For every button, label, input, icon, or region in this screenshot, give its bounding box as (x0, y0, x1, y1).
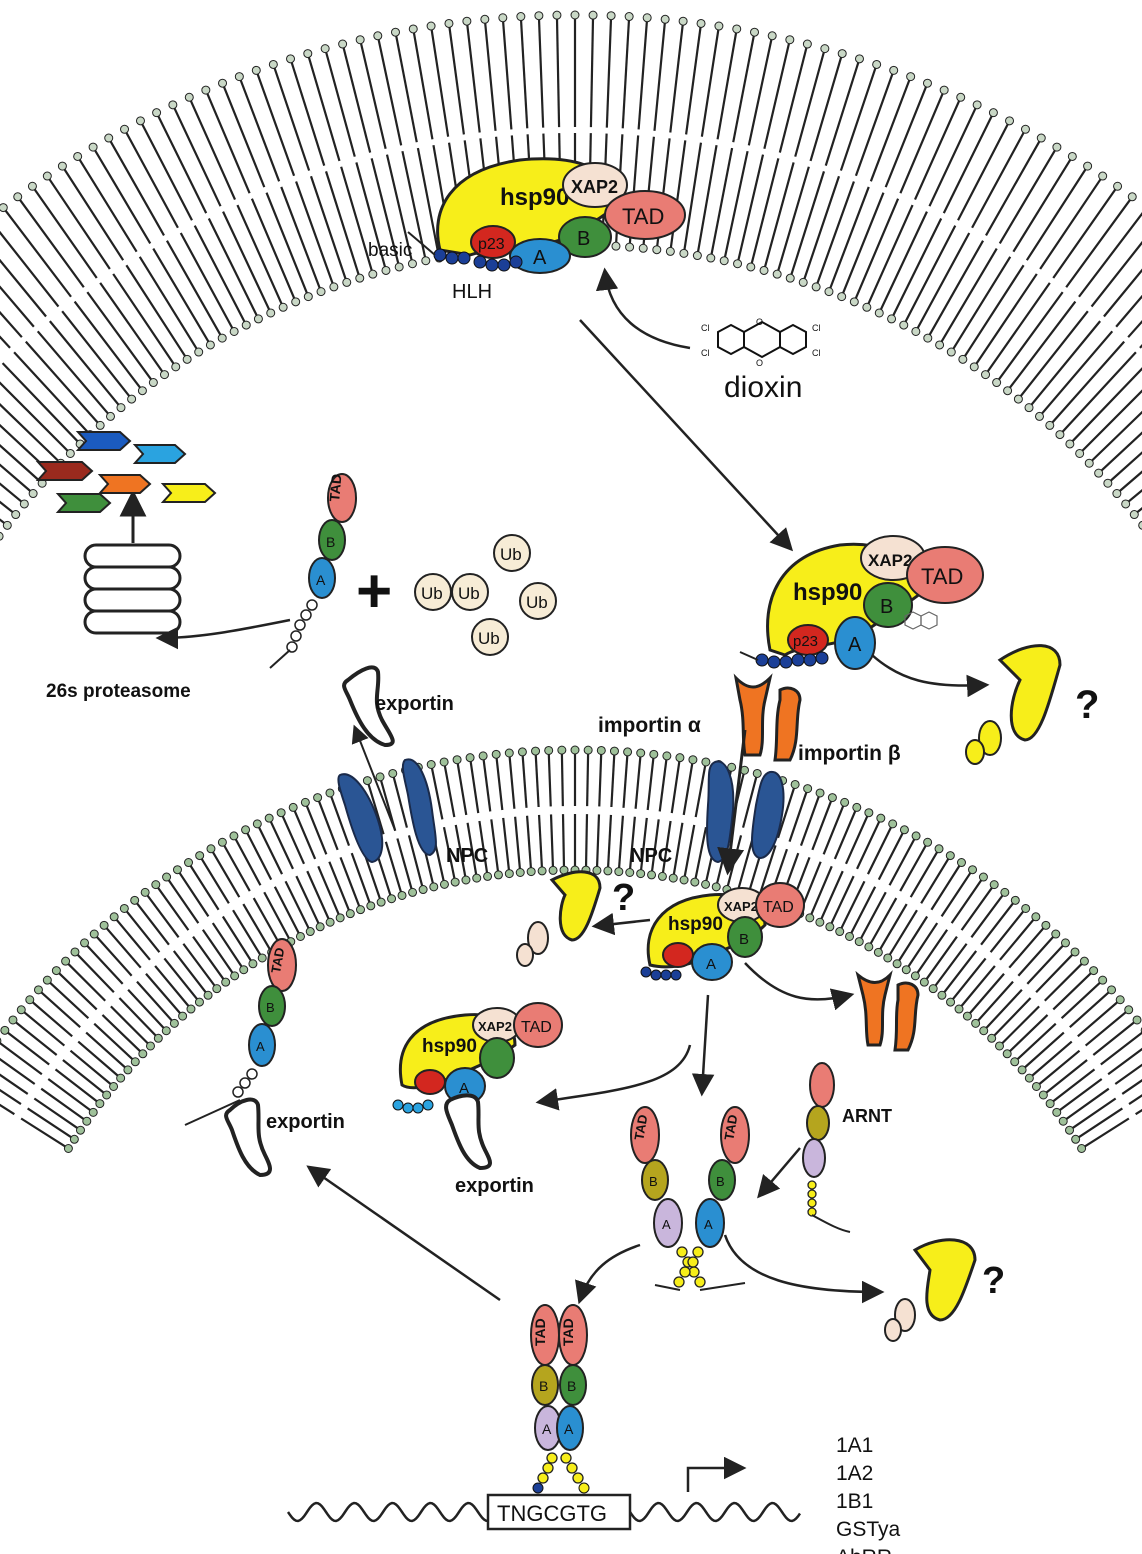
tad-label-2: TAD (921, 564, 963, 589)
plus-sign: + (356, 557, 392, 626)
transcription-arrow (688, 1468, 742, 1492)
exportin-bound-complex: hsp90 XAP2 TAD A (393, 1003, 562, 1168)
tad-label-3: TAD (326, 473, 344, 502)
target-gene: 1A2 (836, 1462, 873, 1485)
hlh-label: HLH (452, 281, 492, 303)
dre-sequence: TNGCGTG (497, 1501, 607, 1526)
target-gene: GSTya (836, 1518, 901, 1541)
arnt-label: ARNT (842, 1106, 892, 1126)
target-gene: AhRR (836, 1546, 892, 1554)
domain-a-label-6: A (256, 1039, 265, 1054)
target-gene: 1B1 (836, 1490, 873, 1513)
ub-label-4: Ub (526, 593, 548, 612)
released-chaperones-1 (966, 646, 1060, 764)
target-gene-list: 1A1 1A2 1B1GSTyaAhRR (836, 1434, 901, 1554)
domain-a-label-8: A (704, 1217, 713, 1232)
importin-beta-label: importin β (798, 742, 901, 765)
tad-label-5: TAD (521, 1019, 552, 1036)
ahr-complex-nucleus: hsp90 XAP2 TAD B A (641, 883, 804, 980)
released-chaperones-3 (885, 1240, 975, 1341)
xap2-label-5: XAP2 (478, 1019, 512, 1034)
dissociation-arrow-3 (725, 1235, 880, 1292)
tad-label-10: TAD (560, 1318, 576, 1346)
domain-b-label-8: B (716, 1174, 725, 1189)
ligand-bound-complex: hsp90 XAP2 TAD B A p23 (740, 536, 983, 669)
tad-label: TAD (622, 204, 664, 229)
dioxin-o-bottom: O (756, 358, 763, 368)
exportin-label-1: exportin (375, 693, 454, 715)
domain-a-label-4: A (706, 956, 716, 973)
question-mark-1: ? (1075, 683, 1099, 727)
domain-a-label-10: A (564, 1421, 574, 1437)
hsp90-label-2: hsp90 (793, 579, 862, 606)
xap2-label: XAP2 (571, 177, 618, 197)
exportin-label-2: exportin (455, 1175, 534, 1197)
dioxin-cl-2: Cl (701, 348, 710, 358)
dioxin-o-top: O (756, 317, 763, 327)
xap2-label-2: XAP2 (868, 551, 912, 570)
domain-a-label-3: A (316, 572, 326, 588)
released-importins (858, 975, 918, 1050)
domain-b-label-2: B (880, 596, 893, 618)
dioxin-structure (718, 322, 806, 357)
released-chaperones-2 (517, 872, 600, 966)
ub-label-3: Ub (458, 584, 480, 603)
ub-label-5: Ub (478, 629, 500, 648)
question-mark-3: ? (982, 1260, 1005, 1302)
dissociation-arrow-2 (596, 920, 650, 926)
proteasome (85, 545, 180, 633)
importin-alpha (736, 678, 770, 755)
dioxin-cl-3: Cl (812, 323, 821, 333)
domain-b-label-9: B (539, 1378, 548, 1394)
p23-label-2: p23 (793, 633, 818, 650)
domain-b-label: B (577, 228, 590, 250)
xap2-label-4: XAP2 (724, 899, 758, 914)
domain-a-label-7: A (662, 1217, 671, 1232)
domain-a-label-2: A (848, 634, 862, 656)
domain-a-label-9: A (542, 1421, 552, 1437)
npc-label-right: NPC (630, 845, 672, 867)
arrow-to-export (540, 1045, 690, 1102)
domain-a-label: A (533, 247, 547, 269)
domain-b-label-7: B (649, 1174, 658, 1189)
dioxin-binding-arrow (605, 272, 690, 348)
arrow-to-dimer (702, 995, 708, 1092)
importin-alpha-label: importin α (598, 714, 701, 737)
proteasome-label: 26s proteasome (46, 681, 191, 702)
ub-label-1: Ub (500, 545, 522, 564)
p23-label: p23 (478, 236, 505, 253)
target-gene: 1A1 (836, 1434, 873, 1457)
domain-b-label-10: B (567, 1378, 576, 1394)
tad-label-9: TAD (532, 1318, 548, 1346)
nuclear-membrane (0, 746, 1142, 1153)
domain-b-label-3: B (326, 534, 335, 550)
ahr-complex-cytoplasm: hsp90 XAP2 TAD B A p23 basic HLH (368, 159, 685, 303)
npc-label-left: NPC (446, 845, 488, 867)
importin-release-arrow (745, 963, 850, 1000)
dioxin-cl-4: Cl (812, 348, 821, 358)
dissociation-arrow-1 (872, 655, 985, 686)
peptide-fragments (38, 432, 215, 512)
npc-right (707, 762, 783, 862)
tad-label-4: TAD (763, 899, 794, 916)
arnt-monomer (803, 1063, 850, 1232)
domain-b-label-4: B (739, 931, 749, 948)
ahr-for-degradation (270, 474, 356, 668)
exportin-label-3: exportin (266, 1111, 345, 1133)
domain-b-label-6: B (266, 1000, 275, 1015)
hsp90-label: hsp90 (500, 184, 569, 211)
dioxin-cl-1: Cl (701, 323, 710, 333)
hsp90-label-4: hsp90 (668, 914, 723, 935)
arnt-binding-arrow (760, 1148, 800, 1195)
arrow-to-dna-binding (580, 1245, 640, 1300)
question-mark-2: ? (612, 877, 635, 919)
dioxin-label: dioxin (724, 371, 802, 404)
hsp90-label-5: hsp90 (422, 1036, 477, 1057)
importin-beta (775, 688, 800, 760)
basic-label: basic (368, 240, 412, 261)
ub-label-2: Ub (421, 584, 443, 603)
